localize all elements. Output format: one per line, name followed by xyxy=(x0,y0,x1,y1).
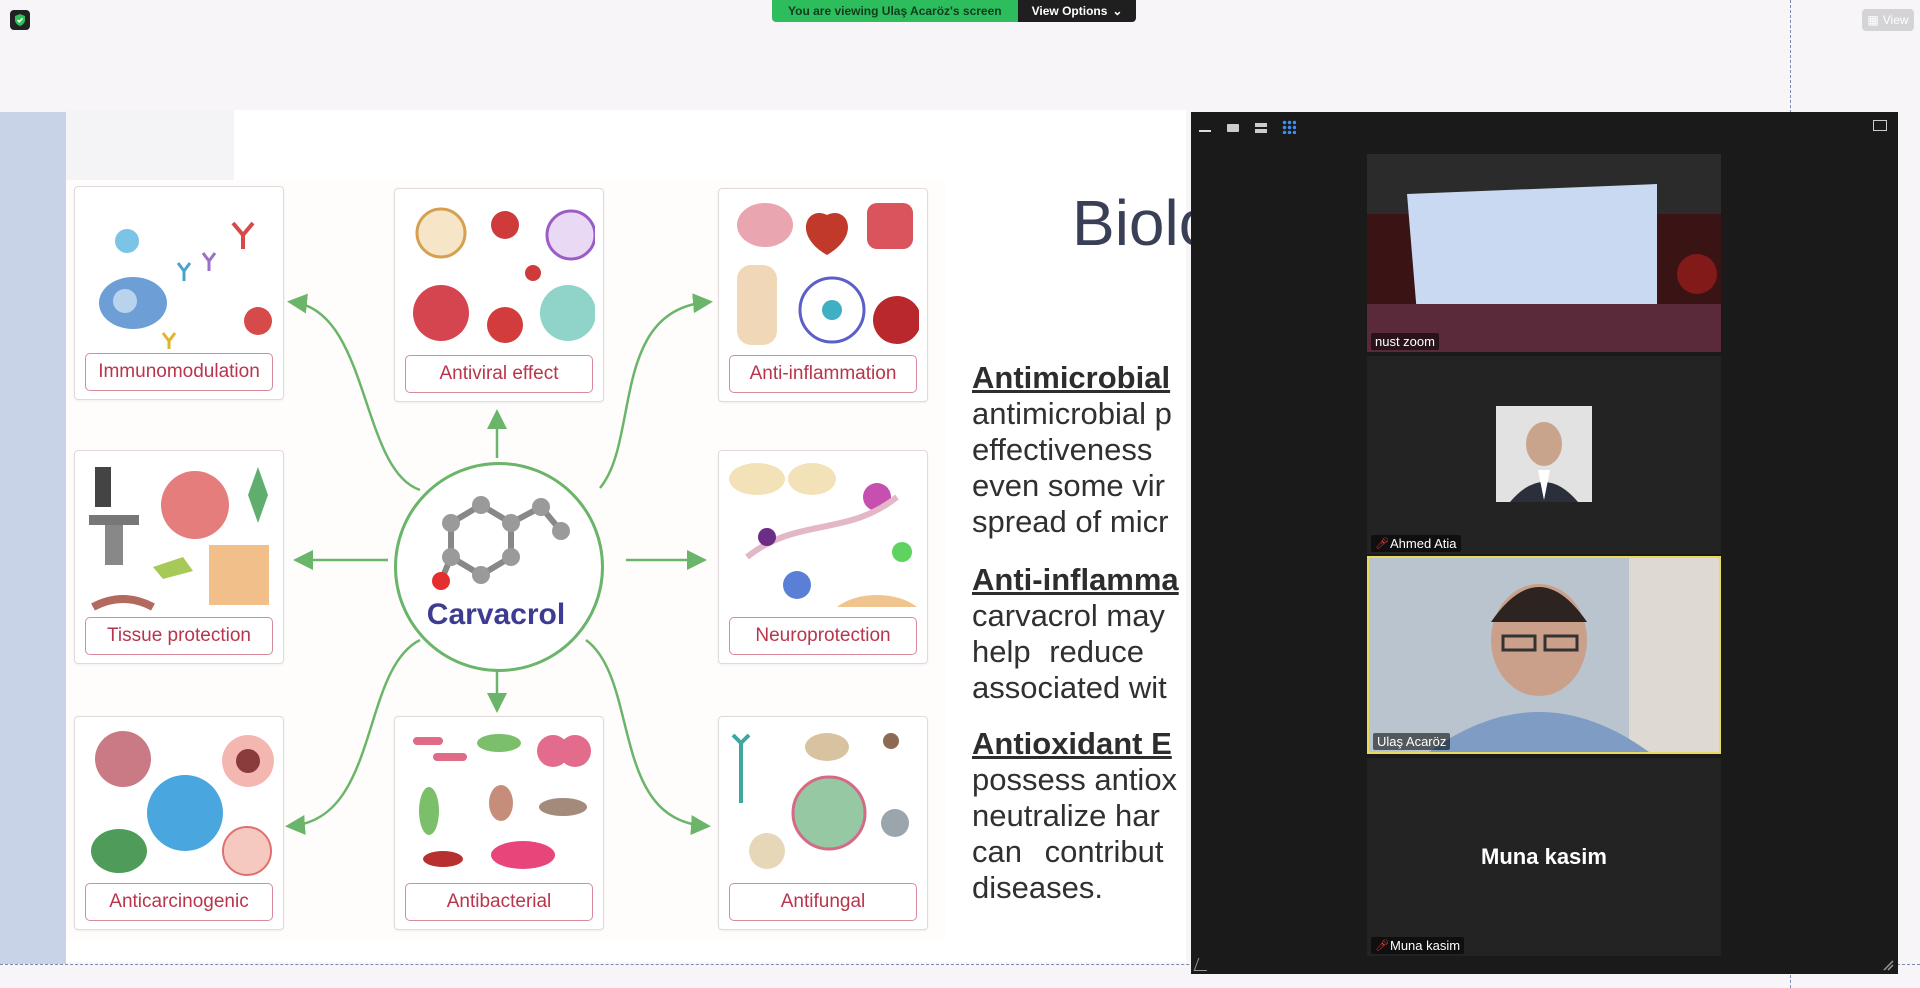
card-antiinflammation: Anti-inflammation xyxy=(718,188,928,402)
card-label: Anticarcinogenic xyxy=(85,883,273,921)
para3-line: can contribut xyxy=(972,834,1164,869)
para2-line: associated wit xyxy=(972,670,1167,705)
para1-heading: Antimicrobial xyxy=(972,360,1170,396)
participant-name-tag: 🎤︎Ahmed Atia xyxy=(1371,535,1461,552)
cancer-cells-illustration xyxy=(91,731,274,876)
view-options-button[interactable]: View Options ⌄ xyxy=(1017,0,1137,22)
virus-illustration xyxy=(413,207,595,343)
gallery-view-icon[interactable] xyxy=(1282,120,1296,134)
screen-share-banner: You are viewing Ulaş Acaröz's screen Vie… xyxy=(772,0,1137,22)
strip-view-icon[interactable] xyxy=(1255,123,1267,133)
carvacrol-molecule-icon xyxy=(432,496,570,590)
slide-left-band xyxy=(0,112,66,964)
slide-title: Biolo xyxy=(1072,187,1215,259)
slide-strip xyxy=(66,110,234,180)
card-anticarcinogenic: Anticarcinogenic xyxy=(74,716,284,930)
organs-illustration xyxy=(737,203,919,345)
participant-name: Ahmed Atia xyxy=(1390,536,1457,551)
muted-mic-icon: 🎤︎ xyxy=(1375,537,1389,550)
para2-line: carvacrol may xyxy=(972,598,1165,633)
layout-icon: ▦ xyxy=(1867,13,1879,27)
avatar xyxy=(1496,406,1592,502)
video-panel-toolbar xyxy=(1191,112,1898,140)
fungi-illustration xyxy=(731,733,909,869)
neuron-illustration xyxy=(729,463,917,607)
card-label: Anti-inflammation xyxy=(729,355,917,393)
tissue-illustration xyxy=(89,467,269,611)
para1-line: antimicrobial p xyxy=(972,396,1172,431)
carvacrol-hub xyxy=(394,462,604,672)
card-neuro: Neuroprotection xyxy=(718,450,928,664)
para3-heading-text: Antioxidant E xyxy=(972,726,1172,761)
participant-tile-nust-zoom[interactable]: nust zoom xyxy=(1367,154,1721,352)
para3-line: neutralize har xyxy=(972,798,1160,833)
viewing-label: You are viewing Ulaş Acaröz's screen xyxy=(772,0,1018,22)
para1-line: effectiveness xyxy=(972,432,1153,467)
card-tissue: Tissue protection xyxy=(74,450,284,664)
speaker-video-feed xyxy=(1369,558,1719,752)
guide-line-horizontal xyxy=(0,964,1920,965)
view-button[interactable]: ▦ View xyxy=(1862,9,1914,31)
antibody-illustration xyxy=(99,221,272,349)
participant-tile-ahmed-atia[interactable]: 🎤︎Ahmed Atia xyxy=(1367,356,1721,554)
bacteria-illustration xyxy=(413,734,591,869)
security-shield-icon[interactable] xyxy=(10,10,30,30)
participant-display-name: Muna kasim xyxy=(1481,844,1607,869)
card-label: Neuroprotection xyxy=(729,617,917,655)
avatar-photo xyxy=(1496,406,1592,502)
card-antiviral: Antiviral effect xyxy=(394,188,604,402)
para3-line: diseases. xyxy=(972,870,1103,905)
participant-tile-muna-kasim[interactable]: Muna kasim 🎤︎Muna kasim xyxy=(1367,758,1721,956)
para2-heading: Anti-inflamma xyxy=(972,562,1179,598)
view-label: View xyxy=(1882,13,1909,27)
para1-heading-text: Antimicrobial xyxy=(972,360,1171,395)
resize-handle-right-icon[interactable] xyxy=(1882,958,1894,971)
participant-name-tag: Ulaş Acaröz xyxy=(1373,733,1451,750)
minimize-icon[interactable] xyxy=(1199,130,1211,132)
para3-line: possess antiox xyxy=(972,762,1178,797)
card-label: Antiviral effect xyxy=(405,355,593,393)
participant-name-tag: nust zoom xyxy=(1371,333,1439,350)
card-label: Antibacterial xyxy=(405,883,593,921)
participant-tile-active-speaker[interactable]: Ulaş Acaröz xyxy=(1367,556,1721,754)
card-antibacterial: Antibacterial xyxy=(394,716,604,930)
para1-line: spread of micr xyxy=(972,504,1169,539)
para1-line: even some vir xyxy=(972,468,1165,503)
single-view-icon[interactable] xyxy=(1227,124,1239,132)
exit-panel-icon[interactable] xyxy=(1873,120,1887,131)
room-video-feed xyxy=(1367,154,1721,352)
participant-name: Muna kasim xyxy=(1390,938,1461,953)
para2-heading-text: Anti-inflamma xyxy=(972,562,1179,597)
participant-name: nust zoom xyxy=(1375,334,1435,349)
hub-label: Carvacrol xyxy=(426,598,566,631)
view-options-label: View Options xyxy=(1031,4,1108,18)
para2-line: help reduce xyxy=(972,634,1145,669)
card-antifungal: Antifungal xyxy=(718,716,928,930)
card-immunomodulation: Immunomodulation xyxy=(74,186,284,400)
para3-heading: Antioxidant E xyxy=(972,726,1172,762)
participant-name: Ulaş Acaröz xyxy=(1377,734,1447,749)
participant-name-tag: 🎤︎Muna kasim xyxy=(1371,937,1465,954)
chevron-down-icon: ⌄ xyxy=(1112,4,1123,18)
card-label: Tissue protection xyxy=(85,617,273,655)
card-label: Antifungal xyxy=(729,883,917,921)
card-label: Immunomodulation xyxy=(85,353,273,391)
muted-mic-icon: 🎤︎ xyxy=(1375,939,1389,952)
diagram-arrows xyxy=(285,293,713,836)
